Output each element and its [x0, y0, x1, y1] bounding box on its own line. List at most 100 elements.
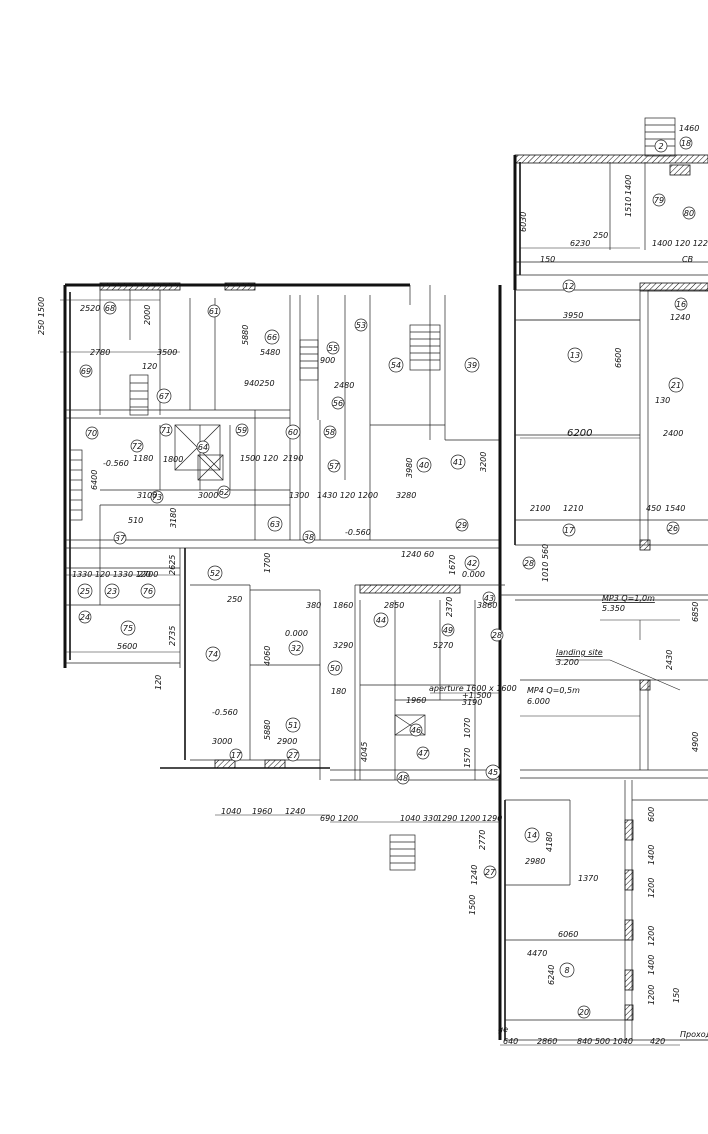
dim-label: 3100 — [137, 491, 157, 500]
dim-label: 4045 — [360, 742, 369, 762]
dim-label: 1400 120 1220 12 — [652, 239, 708, 248]
room-label: 74 — [208, 650, 218, 659]
room-label: 42 — [467, 559, 477, 568]
room-label: 51 — [288, 721, 298, 730]
room-label: 27 — [485, 868, 496, 877]
room-label: 17 — [564, 526, 575, 535]
room-label: 37 — [115, 534, 126, 543]
dim-label: 5880 — [241, 325, 250, 345]
dim-label: 1070 — [463, 718, 472, 738]
room-label: 59 — [237, 426, 247, 435]
room-label: 43 — [484, 594, 494, 603]
dim-label: 840 500 1040 — [577, 1037, 633, 1046]
dim-label: 510 — [128, 516, 143, 525]
dim-label: 3180 — [169, 508, 178, 528]
dim-label: 5270 — [433, 641, 453, 650]
room-marker — [654, 139, 668, 153]
room-label: 38 — [304, 533, 314, 542]
wall-hatch — [514, 154, 708, 164]
dim-label: 6030 — [519, 212, 528, 232]
room-label: 14 — [527, 831, 537, 840]
room-label: 25 — [80, 587, 90, 596]
dim-label: 180 — [331, 687, 346, 696]
dim-label: 1240 — [285, 807, 305, 816]
room-label: 52 — [210, 569, 220, 578]
dim-label: 3280 — [396, 491, 416, 500]
room-label: 32 — [291, 644, 301, 653]
dim-label: 2735 — [168, 626, 177, 646]
dim-label: 1200 — [647, 878, 656, 898]
room-label: 45 — [488, 768, 498, 777]
room-label: 27 — [288, 751, 299, 760]
annotations: aperture 1600 x 1600 +1.500 MP3 Q=1,0m 5… — [103, 255, 708, 1039]
room-label: 20 — [579, 1008, 589, 1017]
dim-label: 3500 — [157, 348, 177, 357]
ge-label: ge — [498, 1025, 508, 1034]
dim-label: 1400 — [647, 845, 656, 865]
dim-label: 5480 — [260, 348, 280, 357]
room-label: 72 — [132, 442, 142, 451]
room-label: 8 — [564, 966, 569, 975]
room-label: 13 — [570, 351, 580, 360]
dim-label: 1960 — [252, 807, 272, 816]
dim-label: 1180 — [133, 454, 153, 463]
dim-label: 2190 — [283, 454, 303, 463]
dim-label: 2370 — [445, 597, 454, 617]
dim-label: 1860 — [333, 601, 353, 610]
dim-label: 3980 — [405, 458, 414, 478]
dim-label: 3190 — [462, 698, 482, 707]
dim-label: 900 — [320, 356, 335, 365]
dim-label: 120 — [142, 362, 157, 371]
lower-right-block — [498, 780, 708, 1041]
dim-label: 2100 — [530, 504, 550, 513]
level-mark: 0.000 — [462, 570, 485, 579]
room-label: 2 — [658, 142, 663, 151]
dim-label: 1670 — [448, 555, 457, 575]
dim-label: 1960 — [406, 696, 426, 705]
room-label: 17 — [231, 751, 242, 760]
dim-label: 1800 — [163, 455, 183, 464]
room-label: 69 — [81, 367, 91, 376]
dim-label: 2850 — [384, 601, 404, 610]
dim-label: 4060 — [263, 646, 272, 666]
sv-label: СВ — [682, 255, 693, 264]
dim-label: 690 1200 — [320, 814, 358, 823]
dim-label: 450 — [646, 504, 661, 513]
dim-label: 1210 — [563, 504, 583, 513]
dim-label: 6400 — [90, 470, 99, 490]
aperture-level: +1.500 — [462, 691, 492, 700]
dim-label: 940250 — [244, 379, 275, 388]
dim-label: 150 — [672, 988, 681, 1003]
dim-label: 1540 — [665, 504, 685, 513]
room-label: 40 — [419, 461, 429, 470]
room-label: 63 — [270, 520, 280, 529]
room-label: 24 — [80, 613, 90, 622]
dim-label: 2770 — [478, 830, 487, 850]
dim-label: 1200 — [647, 985, 656, 1005]
dim-label: 600 — [647, 807, 656, 822]
dim-label: 1290 — [482, 814, 502, 823]
dim-label: 1240 — [670, 313, 690, 322]
dim-label: 2700 — [138, 570, 158, 579]
upper-right-block — [513, 117, 708, 292]
mr4-note: MP4 Q=0,5m — [527, 686, 580, 695]
room-markers: 2 18 79 80 12 13 21 26 16 61 66 67 68 69… — [77, 136, 696, 1019]
aperture-note: aperture 1600 x 1600 — [429, 684, 517, 693]
dim-label: 380 — [306, 601, 321, 610]
dim-label: 1240 60 — [401, 550, 434, 559]
room-label: 28 — [524, 559, 534, 568]
room-label: 12 — [564, 282, 574, 291]
room-label: 53 — [356, 321, 366, 330]
room-label: 21 — [671, 381, 681, 390]
room-label: 79 — [654, 196, 664, 205]
dim-label: 2430 — [665, 650, 674, 670]
mr3-note: MP3 Q=1,0m — [602, 594, 655, 603]
dim-label: 1400 — [647, 955, 656, 975]
room-label: 48 — [398, 774, 408, 783]
dim-label: 4900 — [691, 732, 700, 752]
dim-label: 1330 120 1330 120 — [72, 570, 151, 579]
dim-label: 420 — [650, 1037, 665, 1046]
room-label: 57 — [329, 462, 340, 471]
room-label: 62 — [219, 488, 229, 497]
